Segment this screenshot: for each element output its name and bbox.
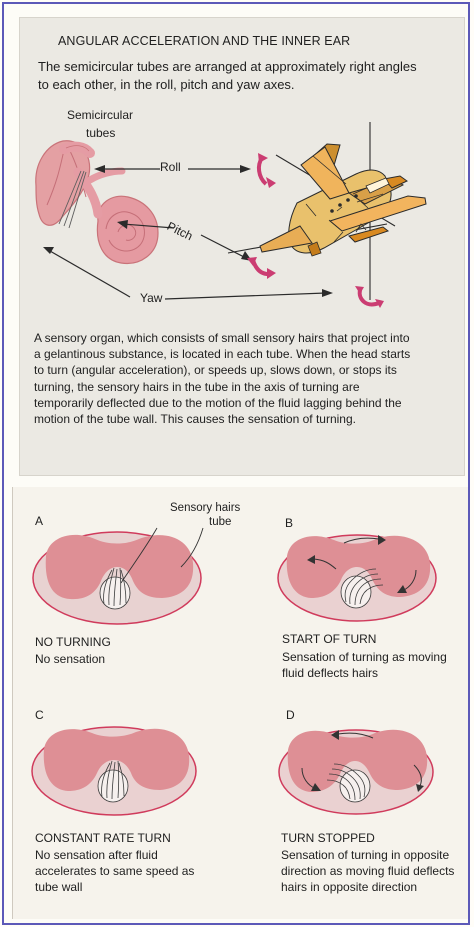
panel-a-desc: No sensation <box>35 651 225 667</box>
panel-b-diagram <box>278 535 436 621</box>
sensory-hairs-label: Sensory hairs <box>170 502 240 514</box>
panel-d-desc: Sensation of turning in opposite directi… <box>281 847 466 895</box>
panel-d-letter: D <box>286 708 295 722</box>
panel-c-desc: No sensation after fluid accelerates to … <box>35 847 215 895</box>
panel-d-title: TURN STOPPED <box>281 831 375 845</box>
panel-b-letter: B <box>285 516 293 530</box>
panel-a-diagram <box>33 528 203 624</box>
panel-c-letter: C <box>35 708 44 722</box>
panel-c-title: CONSTANT RATE TURN <box>35 831 171 845</box>
panel-b-title: START OF TURN <box>282 632 376 646</box>
panel-c-diagram <box>32 727 196 815</box>
panel-a-title: NO TURNING <box>35 635 111 649</box>
panel-a-letter: A <box>35 514 43 528</box>
panel-b-desc: Sensation of turning as moving fluid def… <box>282 649 467 681</box>
panel-d-diagram <box>279 730 433 814</box>
tube-label: tube <box>209 516 231 528</box>
